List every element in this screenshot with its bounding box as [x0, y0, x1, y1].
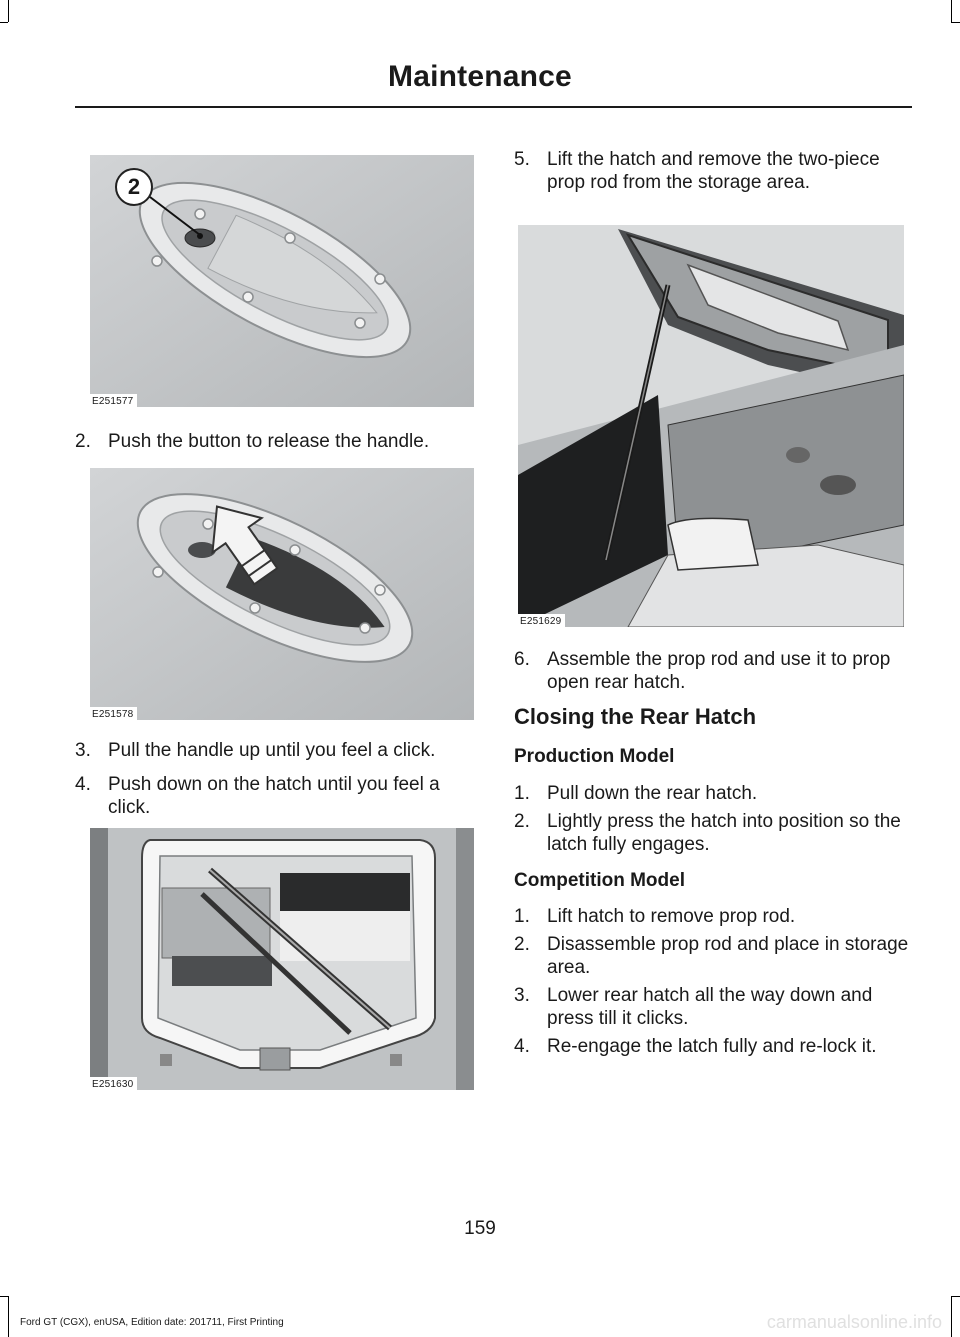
- page-title: Maintenance: [388, 60, 572, 93]
- crop-mark: [8, 0, 9, 22]
- page-number: 159: [464, 1218, 496, 1239]
- step-text: Lower rear hatch all the way down and pr…: [547, 985, 873, 1029]
- step-number: 3.: [75, 740, 91, 761]
- list-item: 1. Pull down the rear hatch.: [514, 782, 914, 805]
- figure-code: E251630: [90, 1077, 138, 1090]
- step-text: Re-engage the latch fully and re-lock it…: [547, 1036, 877, 1057]
- step-number: 4.: [75, 774, 91, 795]
- figure-hatch-latch-button: 2 E251577: [90, 155, 474, 407]
- list-item: 2. Lightly press the hatch into position…: [514, 810, 914, 856]
- step-number: 1.: [514, 783, 530, 804]
- step-number: 2.: [514, 811, 530, 832]
- figure-prop-rod: E251629: [518, 225, 904, 627]
- step-text: Pull down the rear hatch.: [547, 783, 758, 804]
- step-text: Lightly press the hatch into position so…: [547, 811, 901, 855]
- list-item: 3. Pull the handle up until you feel a c…: [75, 739, 480, 762]
- prop-rod-illustration: [518, 225, 904, 627]
- subsection-heading: Production Model: [514, 746, 675, 767]
- storage-area-illustration: [90, 828, 474, 1090]
- step-number: 6.: [514, 649, 530, 670]
- list-item: 6. Assemble the prop rod and use it to p…: [514, 648, 914, 694]
- step-text: Lift the hatch and remove the two-piece …: [547, 149, 880, 193]
- step-text: Pull the handle up until you feel a clic…: [108, 740, 436, 761]
- latch-plate-illustration: [90, 155, 474, 407]
- figure-release-handle: E251578: [90, 468, 474, 720]
- list-item: 4. Re-engage the latch fully and re-lock…: [514, 1035, 914, 1058]
- crop-mark: [951, 0, 952, 22]
- callout-circle: 2: [115, 168, 153, 206]
- crop-mark: [0, 1296, 8, 1297]
- step-text: Lift hatch to remove prop rod.: [547, 906, 796, 927]
- figure-hatch-closed: E251630: [90, 828, 474, 1090]
- list-item: 2. Disassemble prop rod and place in sto…: [514, 933, 914, 979]
- list-item: 2. Push the button to release the handle…: [75, 430, 480, 453]
- crop-mark: [951, 1296, 952, 1337]
- crop-mark: [8, 1296, 9, 1337]
- figure-code: E251577: [90, 394, 138, 407]
- subsection-heading: Competition Model: [514, 870, 685, 891]
- footer-edition: Ford GT (CGX), enUSA, Edition date: 2017…: [20, 1317, 284, 1328]
- step-text: Push down on the hatch until you feel a …: [108, 774, 440, 818]
- list-item: 3. Lower rear hatch all the way down and…: [514, 984, 914, 1030]
- title-divider: [75, 106, 912, 108]
- step-number: 2.: [75, 431, 91, 452]
- step-number: 1.: [514, 906, 530, 927]
- figure-code: E251578: [90, 707, 138, 720]
- list-item: 4. Push down on the hatch until you feel…: [75, 773, 480, 819]
- figure-code: E251629: [518, 614, 566, 627]
- list-item: 5. Lift the hatch and remove the two-pie…: [514, 148, 914, 194]
- crop-mark: [0, 22, 8, 23]
- crop-mark: [951, 22, 960, 23]
- step-text: Disassemble prop rod and place in storag…: [547, 934, 909, 978]
- step-text: Assemble the prop rod and use it to prop…: [547, 649, 891, 693]
- section-heading: Closing the Rear Hatch: [514, 704, 757, 729]
- step-number: 2.: [514, 934, 530, 955]
- step-number: 3.: [514, 985, 530, 1006]
- step-number: 4.: [514, 1036, 530, 1057]
- step-number: 5.: [514, 149, 530, 170]
- step-text: Push the button to release the handle.: [108, 431, 430, 452]
- release-handle-illustration: [90, 468, 474, 720]
- watermark: carmanualsonline.info: [766, 1312, 942, 1332]
- list-item: 1. Lift hatch to remove prop rod.: [514, 905, 914, 928]
- crop-mark: [951, 1296, 960, 1297]
